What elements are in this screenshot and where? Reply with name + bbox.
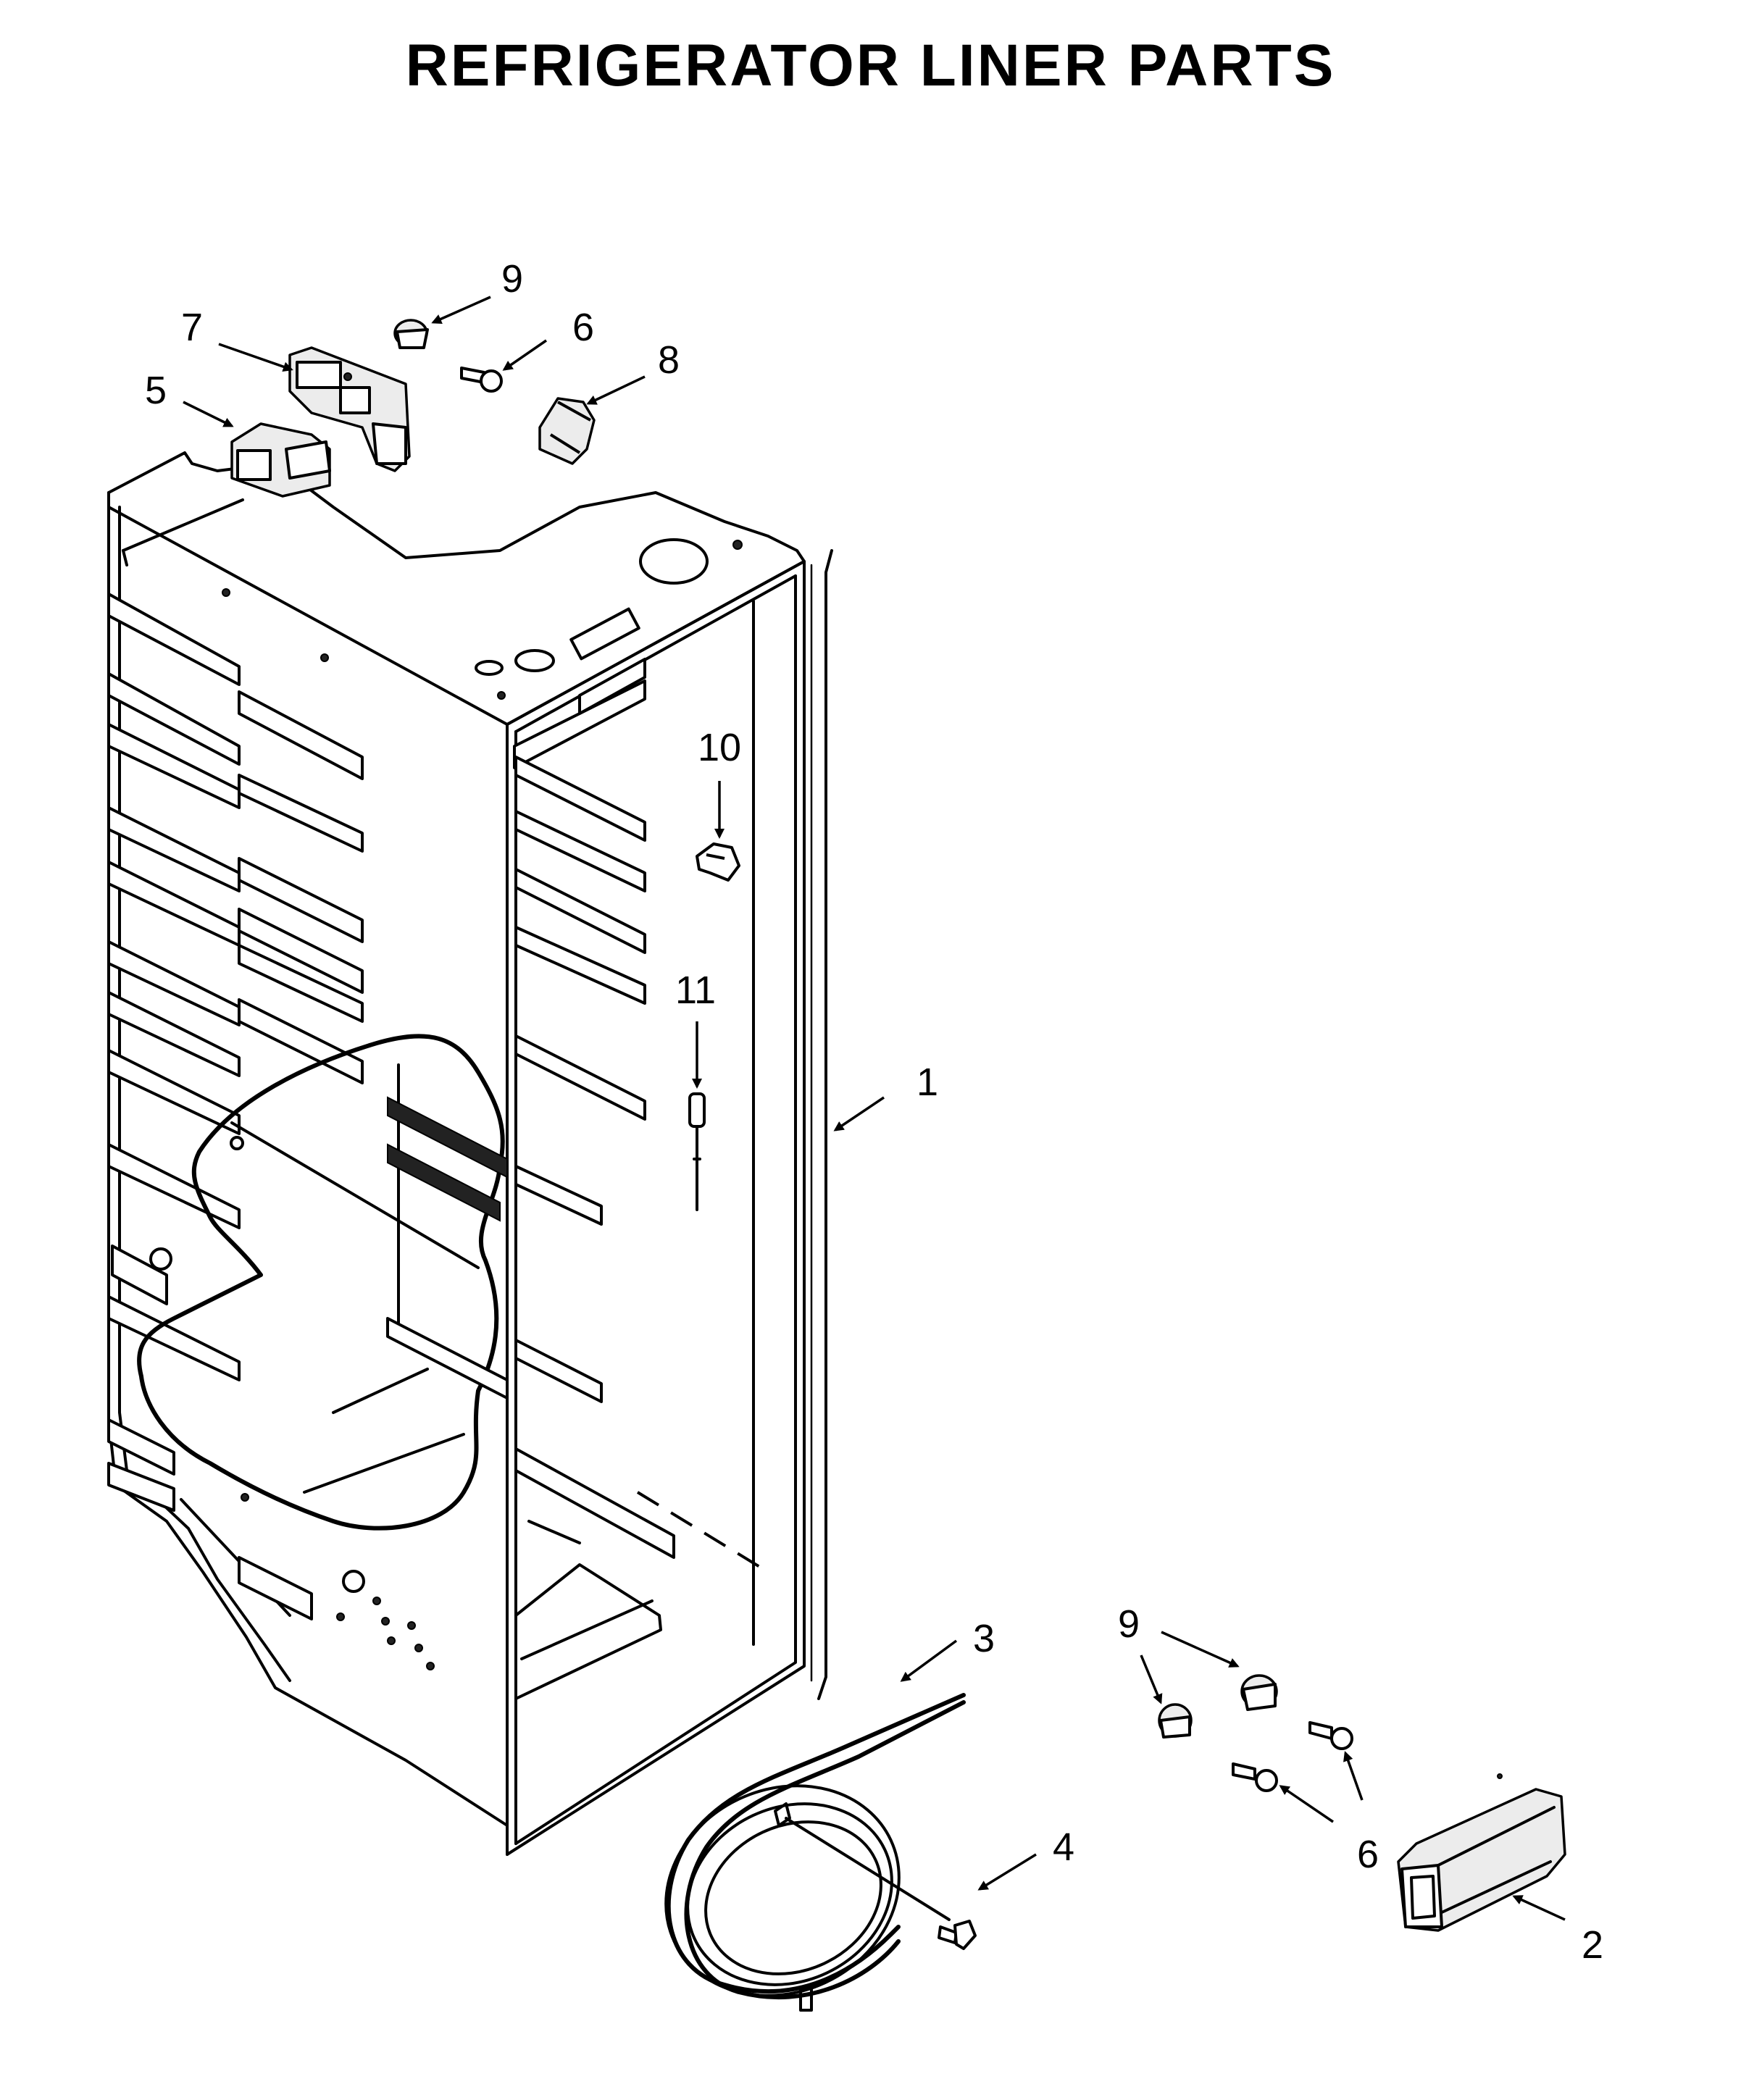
bumper-part-9-top	[393, 319, 429, 349]
right-shelf-rails	[513, 658, 675, 1559]
callout-11: 11	[675, 969, 716, 1012]
callout-1: 1	[917, 1061, 938, 1104]
bumper-part-9-left	[1158, 1703, 1193, 1739]
screw-part-6-left	[1232, 1762, 1278, 1792]
cutaway-interior	[137, 1034, 509, 1531]
screw-part-4	[938, 1920, 977, 1950]
callout-4: 4	[1053, 1825, 1074, 1869]
callout-5: 5	[145, 369, 167, 412]
callout-7: 7	[181, 306, 203, 349]
leader-lines	[183, 296, 1566, 1921]
tubing-part-3	[664, 1693, 966, 2012]
callout-labels: 1 2 3 4 5 6 6 7 8 9 9 10 11	[145, 257, 1603, 1967]
control-housing-part-7	[288, 346, 411, 472]
callout-6-top: 6	[572, 306, 594, 349]
callout-8: 8	[658, 338, 680, 382]
callout-2: 2	[1582, 1923, 1603, 1967]
page-title: REFRIGERATOR LINER PARTS	[405, 33, 1336, 99]
callout-6-bottom: 6	[1357, 1833, 1379, 1876]
bracket-part-8	[538, 397, 596, 465]
callout-3: 3	[973, 1617, 995, 1660]
sensor-part-11	[688, 1092, 706, 1211]
screw-part-6-top	[460, 367, 503, 393]
bumper-part-9-right	[1240, 1674, 1278, 1711]
callout-9-bottom: 9	[1118, 1602, 1140, 1646]
housing-part-2	[1397, 1773, 1566, 1932]
callout-10: 10	[698, 726, 741, 769]
screw-part-6-right	[1308, 1721, 1353, 1750]
liner-part-1	[107, 451, 833, 1856]
left-shelf-rails	[107, 593, 364, 1620]
callout-9-top: 9	[501, 257, 523, 301]
bottom-face-holes	[241, 1493, 435, 1670]
clip-part-10	[696, 842, 740, 882]
connector-module-part-5	[122, 422, 331, 566]
